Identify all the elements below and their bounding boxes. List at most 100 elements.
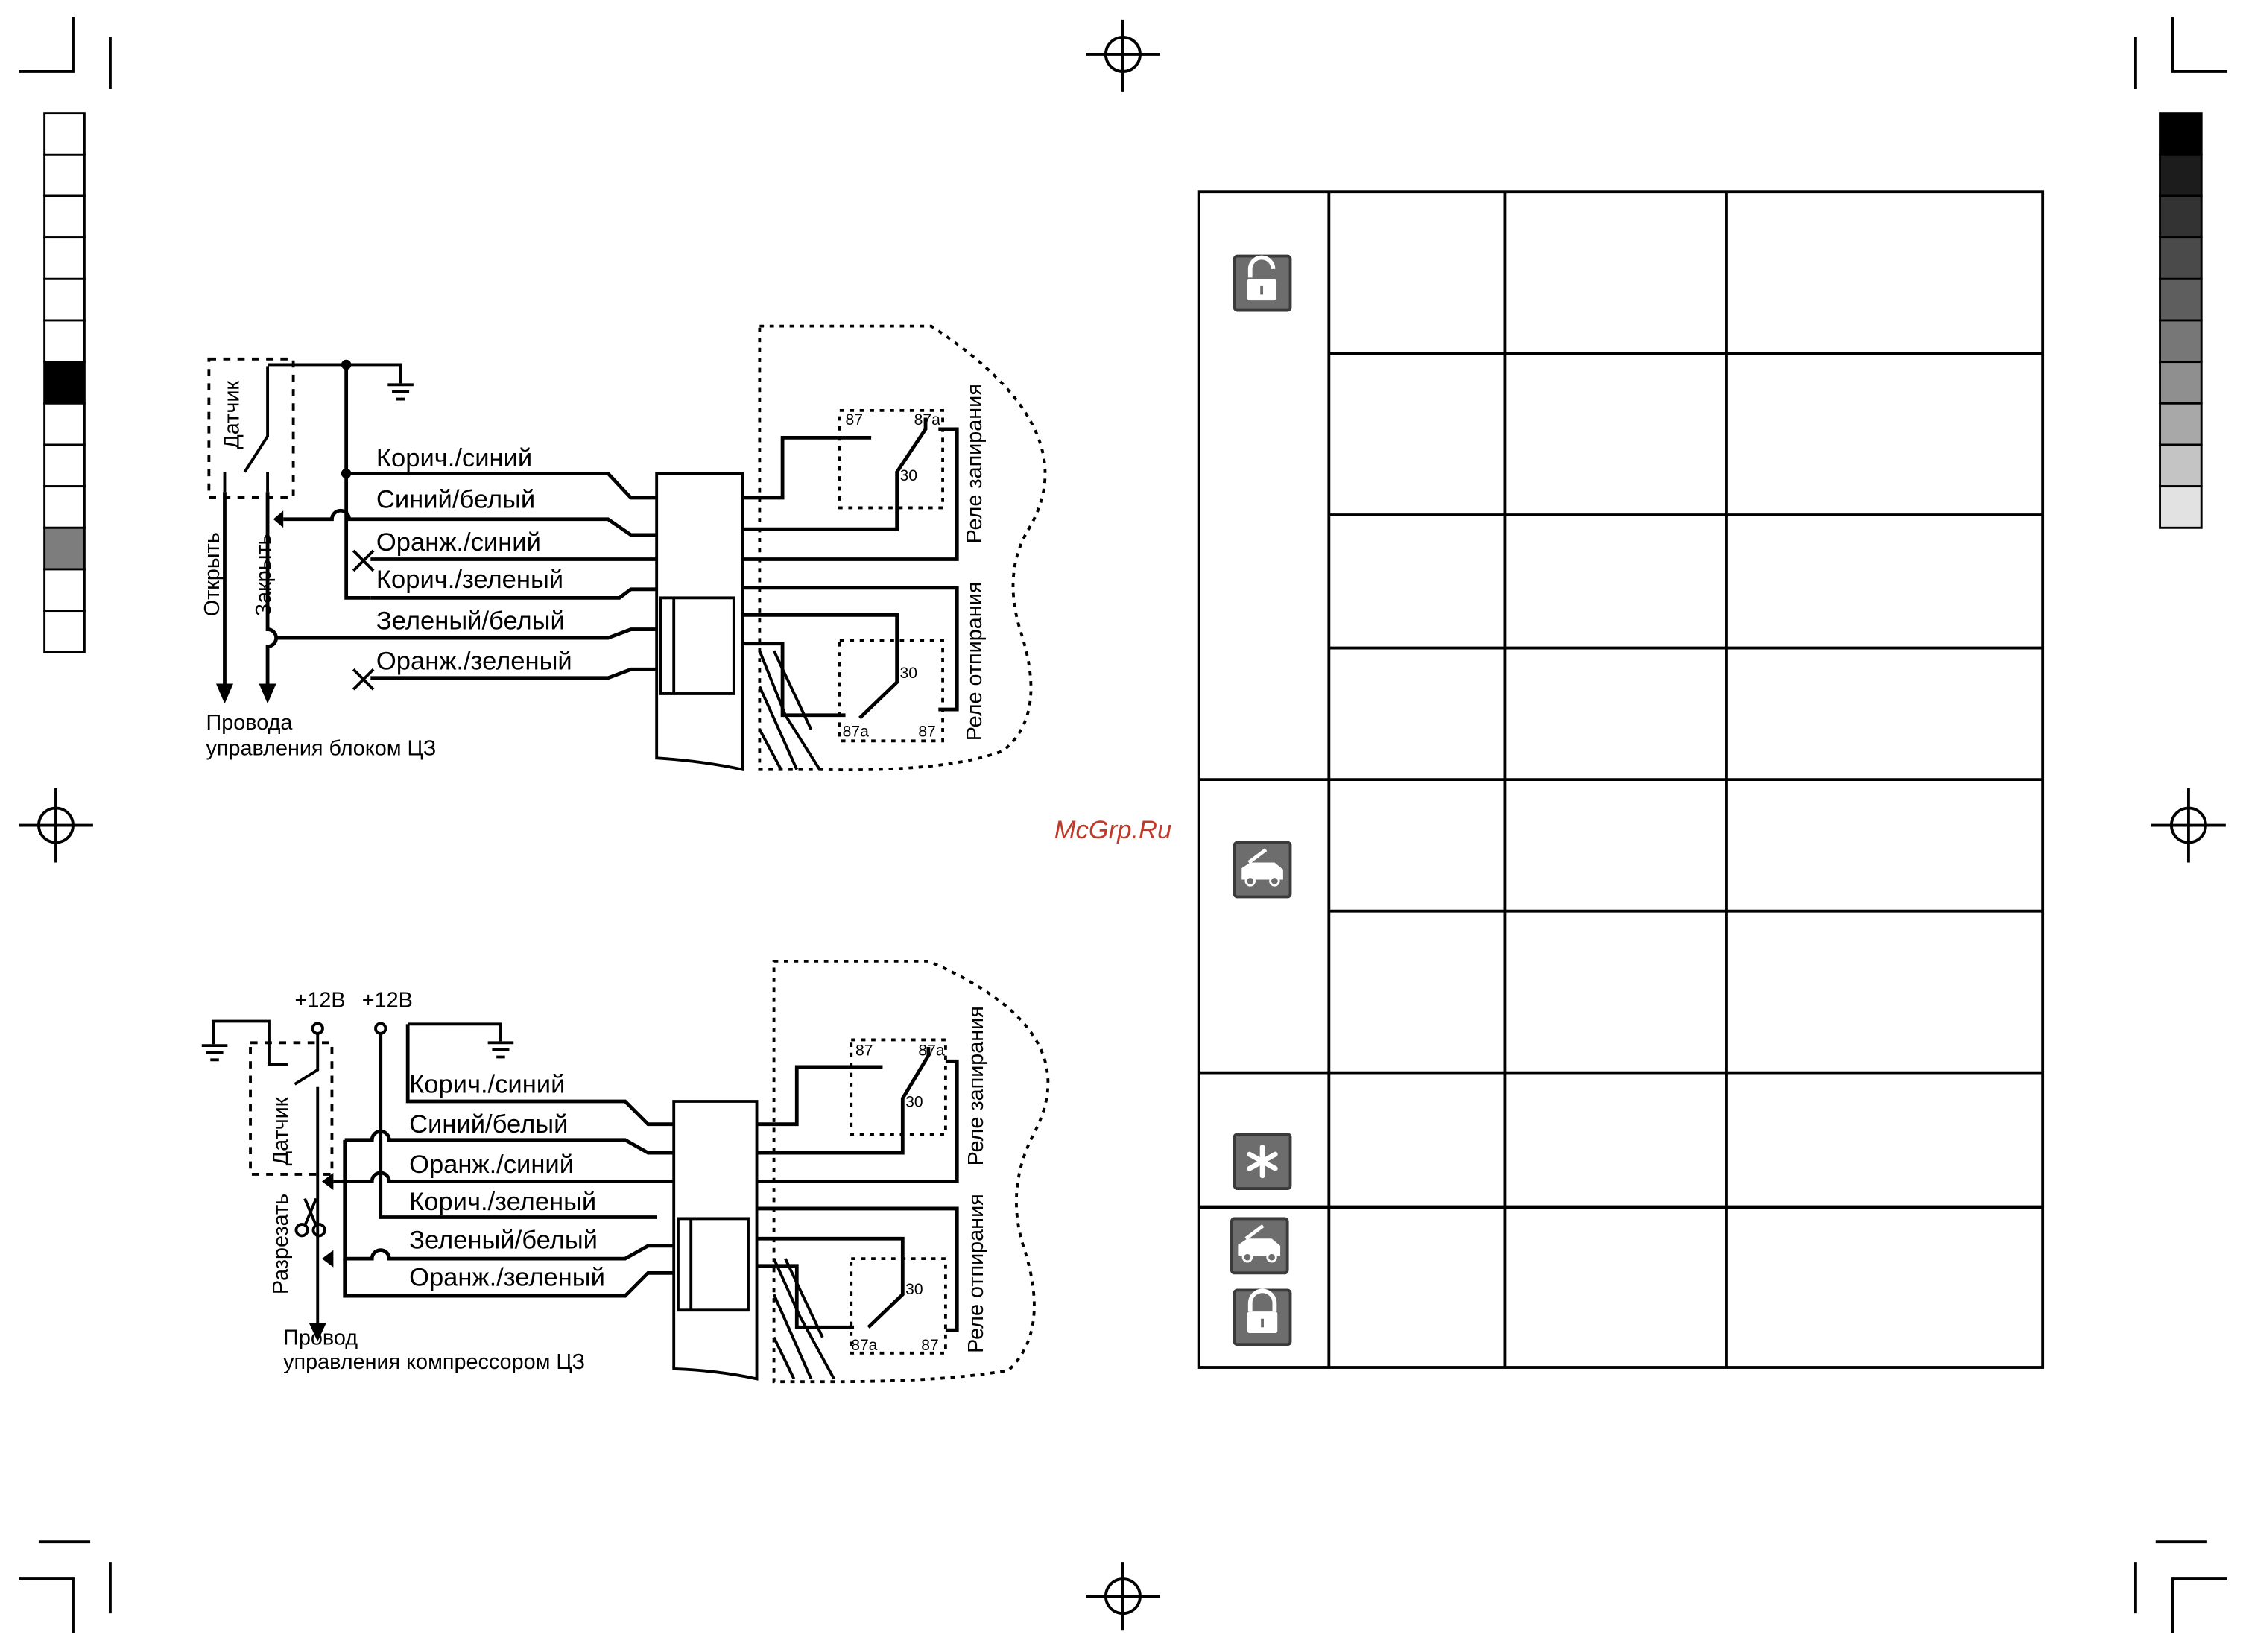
wire-label: Оранж./зеленый xyxy=(376,647,572,675)
pin-87: 87 xyxy=(918,724,935,741)
color-swatch xyxy=(43,361,86,405)
pin-30: 30 xyxy=(905,1094,923,1111)
housing-outline xyxy=(758,324,1047,772)
relay-wire xyxy=(742,613,899,720)
sensor-box xyxy=(207,357,295,499)
color-swatch xyxy=(2159,277,2203,322)
ground-wire xyxy=(408,1022,502,1042)
vertical-bus xyxy=(344,364,371,600)
ground-wire xyxy=(268,363,402,384)
wire-label: Оранж./синий xyxy=(376,528,541,557)
color-swatch xyxy=(2159,361,2203,405)
wiring-diagram-2: +12В +12В Датчик Разрезать Корич./с xyxy=(201,959,1050,1384)
pin-87: 87 xyxy=(855,1042,873,1060)
relay-lock-box xyxy=(850,1038,947,1136)
wire-5-arrow xyxy=(322,1250,334,1268)
pin-87: 87 xyxy=(921,1337,938,1354)
relay-wire xyxy=(742,435,872,500)
ground-icon xyxy=(387,383,414,401)
unlock-icon xyxy=(1233,254,1292,312)
wire-3 xyxy=(333,1171,674,1183)
pin-87a: 87a xyxy=(914,411,940,428)
pin-87a: 87a xyxy=(851,1337,877,1354)
sensor-switch xyxy=(223,366,269,493)
watermark[interactable]: McGrp.Ru xyxy=(1054,816,1171,844)
terminal-12v xyxy=(374,1022,387,1035)
wire-5 xyxy=(276,627,657,640)
registration-marks xyxy=(19,19,2226,1631)
color-swatch xyxy=(2159,194,2203,239)
asterisk-icon xyxy=(1233,1133,1292,1191)
pin-30: 30 xyxy=(905,1281,923,1298)
close-arrow xyxy=(259,683,276,704)
color-swatch xyxy=(43,153,86,197)
car-hood-icon xyxy=(1230,1217,1289,1275)
relay-wire xyxy=(742,417,928,531)
color-swatch xyxy=(43,402,86,446)
color-swatch xyxy=(43,568,86,613)
wire-label: Зеленый/белый xyxy=(376,607,565,636)
cut-mark-icon xyxy=(352,668,375,691)
color-swatch xyxy=(2159,319,2203,364)
cut-label: Разрезать xyxy=(269,1194,293,1294)
alarm-unit-connector xyxy=(659,596,735,695)
wire-2 xyxy=(344,1129,674,1155)
color-test-bar-left xyxy=(43,112,86,653)
alarm-unit-connector xyxy=(677,1217,750,1312)
caption-line-2: управления компрессором ЦЗ xyxy=(283,1350,585,1374)
color-swatch xyxy=(43,277,86,322)
color-swatch xyxy=(2159,402,2203,446)
car-hood-icon xyxy=(1233,841,1292,899)
pin-87: 87 xyxy=(846,411,863,428)
color-swatch xyxy=(43,526,86,571)
color-swatch xyxy=(2159,153,2203,197)
relay-wire xyxy=(742,586,959,712)
pin-30: 30 xyxy=(899,665,917,682)
color-swatch xyxy=(2159,485,2203,529)
wire-2 xyxy=(283,508,657,537)
lock-icon xyxy=(1233,1288,1292,1346)
sensor-label: Датчик xyxy=(221,381,244,449)
color-swatch xyxy=(43,610,86,653)
color-swatch xyxy=(2159,443,2203,488)
wire-5 xyxy=(343,1139,674,1261)
close-label: Закрыть xyxy=(252,534,276,616)
pin-87a: 87a xyxy=(918,1042,944,1060)
color-swatch xyxy=(43,485,86,529)
relay-wire xyxy=(756,1047,931,1155)
alarm-unit xyxy=(672,1100,759,1381)
wire-label: Корич./зеленый xyxy=(409,1188,596,1216)
caption-line-1: Провода xyxy=(206,711,293,735)
housing-hatch xyxy=(758,650,821,770)
ground-icon xyxy=(487,1041,514,1059)
ground-icon xyxy=(201,1044,228,1062)
relay-unlock-box xyxy=(838,639,944,743)
cut-mark-icon xyxy=(352,549,375,572)
housing-hatch xyxy=(772,1258,835,1380)
close-wire xyxy=(265,492,278,684)
terminal-12v xyxy=(311,1022,324,1035)
crop-marks xyxy=(19,17,2227,1634)
pin-87a: 87a xyxy=(843,724,869,741)
wire-label: Синий/белый xyxy=(376,485,535,513)
pin-30: 30 xyxy=(899,467,917,484)
color-swatch xyxy=(2159,236,2203,280)
wire-2-arrow xyxy=(273,510,284,528)
color-swatch xyxy=(43,443,86,488)
wire-label: Синий/белый xyxy=(409,1110,568,1139)
table-rows xyxy=(1198,352,2043,1075)
wire-3-arrow xyxy=(322,1172,334,1191)
color-swatch xyxy=(43,236,86,280)
relay-wire xyxy=(756,1264,855,1329)
caption-line-1: Провод xyxy=(283,1326,358,1349)
relay-wire xyxy=(756,1065,883,1127)
gray-scale-bar xyxy=(2159,112,2203,529)
wire-label: Оранж./синий xyxy=(409,1151,574,1179)
wire-label: Оранж./зеленый xyxy=(409,1264,605,1292)
color-swatch xyxy=(43,194,86,239)
relay-unlock-label: Реле отпирания xyxy=(964,1194,988,1353)
relay-lock-label: Реле запирания xyxy=(964,1006,988,1165)
wire-1 xyxy=(405,1024,674,1127)
voltage-label-1: +12В xyxy=(295,988,346,1012)
relay-wire xyxy=(756,1206,959,1332)
